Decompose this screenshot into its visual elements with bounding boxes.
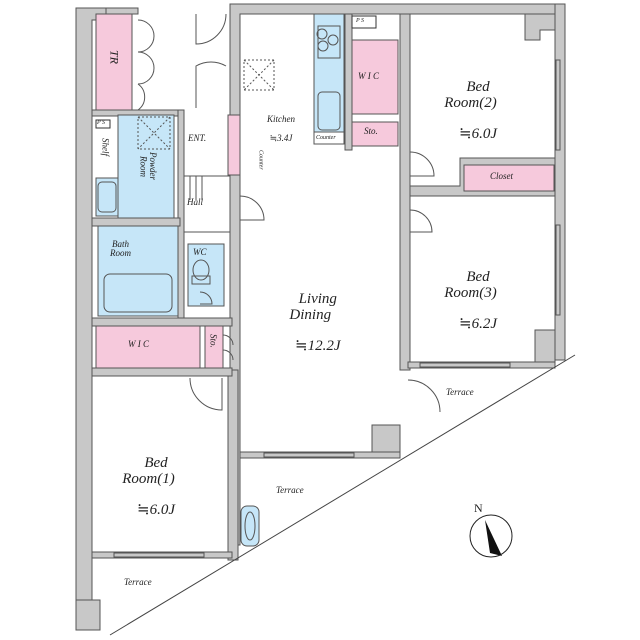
wall-bath-top [91,217,181,227]
wall-right [554,3,566,361]
label-powder-room: Powder Room [138,152,158,180]
label-sto-left: Sto. [208,334,219,348]
wall-col-left [75,599,101,631]
ent-storage-fill [227,114,241,176]
wall-kitchen-right [344,13,353,151]
living-dining-name: Living Dining [289,290,337,323]
label-bedroom2: Bed Room(2) ≒6.0J [444,64,497,159]
label-counter-vertical: Counter [257,150,264,170]
label-terrace-right: Terrace [446,387,474,397]
wall-corner-br [534,329,556,366]
label-closet: Closet [490,171,514,181]
bedroom1-area: ≒6.0J [137,502,175,518]
label-hall: Hall [187,197,204,207]
wall-wic-b1 [91,367,233,377]
compass-icon [469,514,513,558]
compass-north-label: N [474,501,483,515]
label-ps-right: P S [356,18,365,24]
bedroom1-name: Bed Room(1) [122,454,175,487]
washbasin-fill [95,177,119,217]
label-wc: WC [193,247,207,257]
bath-room-fill [97,225,179,317]
bedroom3-name: Bed Room(3) [444,268,497,301]
wall-corner-tr [524,13,556,41]
sto-right-fill [351,121,399,147]
label-bedroom1: Bed Room(1) ≒6.0J [122,440,175,535]
living-dining-area: ≒12.2J [295,338,341,354]
wall-ld-corner [371,424,401,456]
sto-left-fill [204,325,224,369]
bedroom3-area: ≒6.2J [459,316,497,332]
bedroom2-name: Bed Room(2) [444,78,497,111]
kitchen-name: Kitchen [267,114,295,125]
label-counter: Counter [316,135,336,141]
kitchen-area: ≒3.4J [269,133,293,144]
terrace-sink-fill [240,505,260,547]
label-wic-left: W I C [128,339,149,349]
kitchen-counter-fill [313,13,345,133]
wall-bath-wic [91,317,233,327]
label-shelf: Shelf [100,138,111,156]
label-entrance: ENT. [188,133,207,143]
label-tr: TR [107,50,122,65]
label-ps-left: P S [97,120,106,126]
label-terrace-bottom: Terrace [124,577,152,587]
wall-mid-right [399,13,411,371]
label-living-dining: Living Dining ≒12.2J [280,276,340,371]
tr-fill [95,13,133,111]
powder-room-fill [117,114,175,219]
closet-fill [463,164,555,192]
label-terrace-middle: Terrace [276,485,304,495]
label-wic-right: W I C [358,71,379,81]
label-kitchen: Kitchen ≒3.4J [258,106,295,153]
label-sto-right: Sto. [364,126,378,136]
wic-right-fill [351,39,399,115]
wall-top-left [105,7,139,15]
wall-hall-left [177,109,185,321]
bedroom2-area: ≒6.0J [459,126,497,142]
wic-left-fill [95,325,201,369]
label-bedroom3: Bed Room(3) ≒6.2J [444,254,497,349]
label-bath-room: Bath Room [110,239,131,259]
wall-b1-right [227,369,239,561]
